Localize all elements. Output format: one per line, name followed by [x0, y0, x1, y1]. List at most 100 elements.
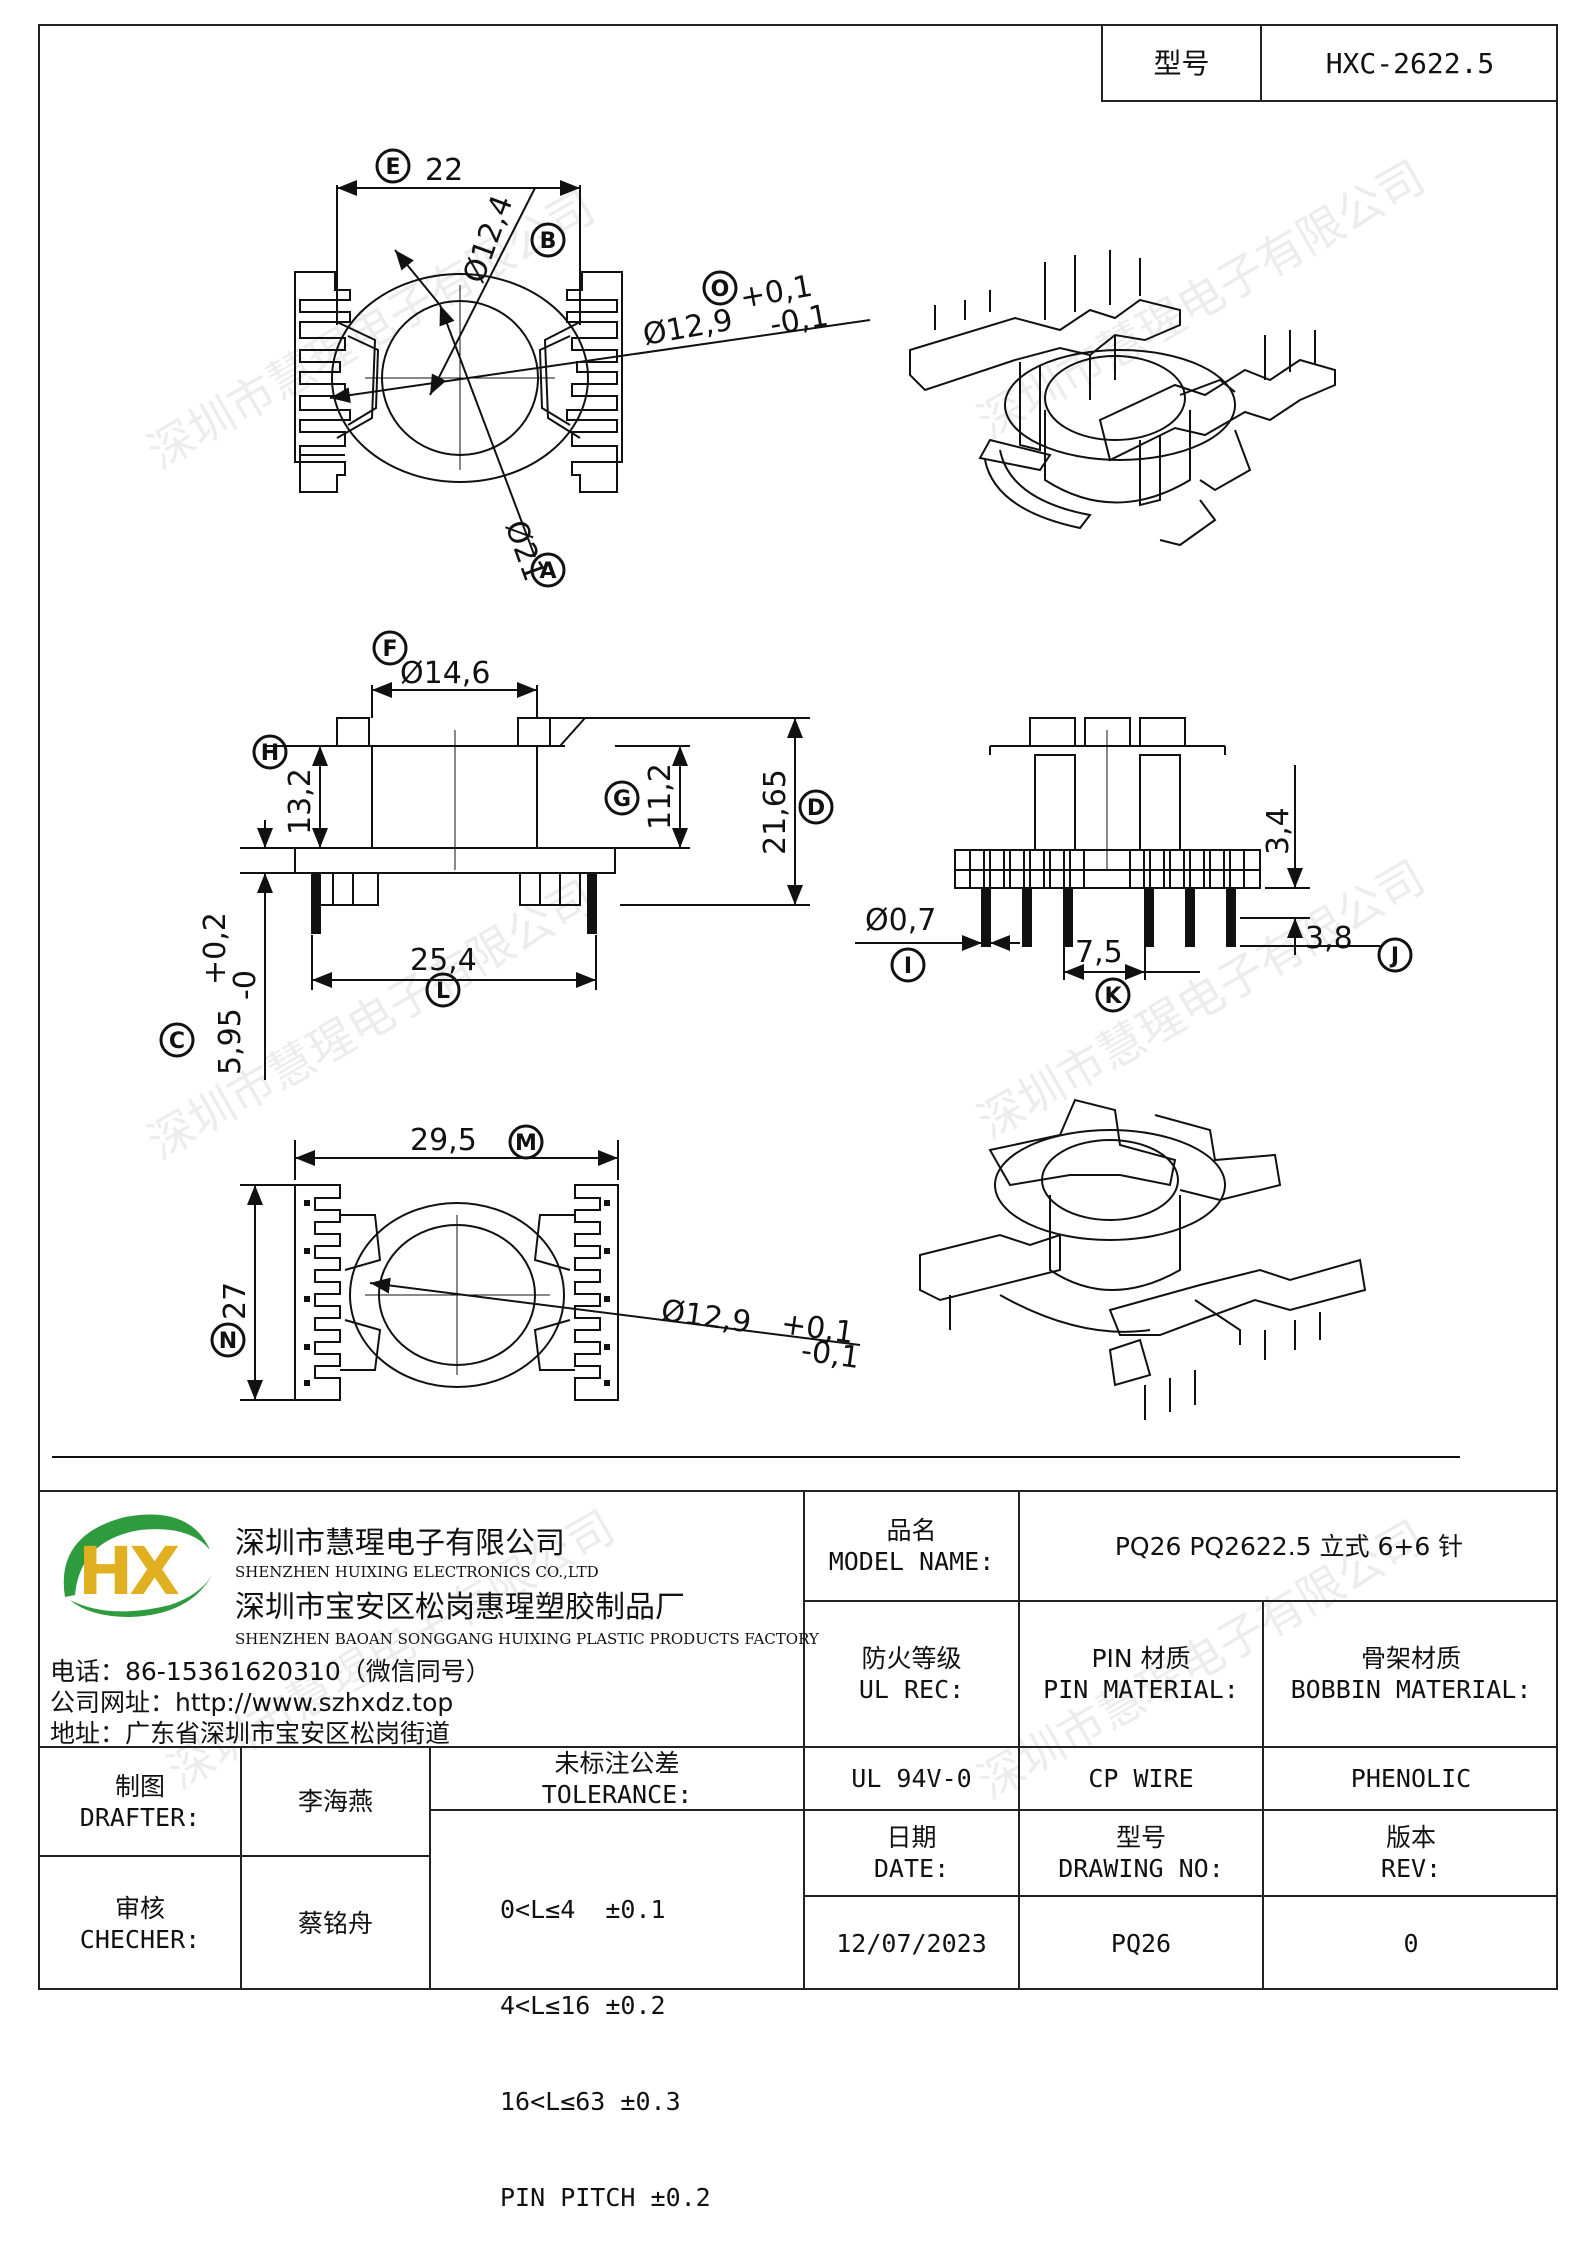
dim-o-base: Ø12,9: [640, 303, 735, 353]
title-block-vdiv3: [1262, 1600, 1264, 1990]
pin-material-cn: PIN 材质: [1091, 1644, 1191, 1673]
isometric-view-bottom: [919, 1098, 1367, 1420]
drawing-no-value: PQ26: [1110, 1929, 1172, 1958]
side-view: [855, 717, 1380, 980]
date-label: 日期 DATE:: [805, 1811, 1018, 1895]
dim-c-plus: +0,2: [198, 912, 233, 985]
callout-j: J: [1389, 944, 1399, 969]
ul-rec-cn: 防火等级: [861, 1644, 962, 1673]
tolerance-row: 0<L≤4 ±0.1: [500, 1895, 666, 1924]
title-block-vdiv5: [429, 1746, 431, 1990]
tolerance-row: 4<L≤16 ±0.2: [500, 1991, 666, 2020]
callout-c: C: [169, 1029, 185, 1054]
bobbin-material-label: 骨架材质 BOBBIN MATERIAL:: [1264, 1602, 1558, 1746]
model-box-label: 型号: [1153, 46, 1210, 80]
dim-pin-len: 3,4: [1261, 807, 1296, 855]
title-block-h4: [803, 1895, 1558, 1897]
callout-h: H: [261, 741, 279, 766]
drafter-label: 制图 DRAFTER:: [40, 1748, 240, 1855]
drawing-sheet: [38, 24, 1558, 1990]
callout-o: O: [711, 277, 730, 302]
technical-drawing: 深圳市慧瑆电子有限公司 深圳市慧瑆电子有限公司 深圳市慧瑆电子有限公司 深圳市慧…: [52, 148, 1460, 1810]
date-value: 12/07/2023: [836, 1929, 987, 1958]
callout-b: B: [540, 229, 557, 254]
dim-bottom-minus: -0,1: [799, 1333, 862, 1376]
rev-label: 版本 REV:: [1264, 1811, 1558, 1895]
callout-l: L: [436, 979, 450, 1004]
dim-bottom-base: Ø12,9: [659, 1293, 753, 1340]
model-box-border: [1101, 24, 1103, 102]
dim-j: 3,8: [1305, 921, 1353, 956]
dim-n: 27: [218, 1282, 253, 1320]
ul-rec-en: UL REC:: [858, 1675, 965, 1704]
rev-en: REV:: [1380, 1854, 1442, 1883]
dim-d: 21,65: [758, 769, 793, 855]
pin-value: CP WIRE: [1088, 1764, 1194, 1793]
model-name-en: MODEL NAME:: [828, 1547, 995, 1576]
callout-g: G: [613, 787, 631, 812]
callout-n: N: [219, 1329, 237, 1354]
dim-c-minus: -0: [228, 970, 263, 1000]
company-phone: 电话：86-15361620310（微信同号）: [50, 1657, 491, 1686]
title-block-h2: [38, 1746, 1558, 1748]
model-name-value: PQ26 PQ2622.5 立式 6+6 针: [1020, 1492, 1558, 1600]
logo-text: HX: [78, 1533, 180, 1610]
tolerance-en: TOLERANCE:: [541, 1779, 693, 1809]
front-view: [240, 682, 810, 1080]
date-en: DATE:: [873, 1854, 950, 1883]
side-view-labels: 3,4 Ø0,7 7,5 3,8: [865, 807, 1353, 970]
callout-i: I: [904, 954, 912, 979]
checker-label: 审核 CHECHER:: [40, 1857, 240, 1990]
ul-value: UL 94V-0: [851, 1764, 972, 1793]
callouts: [159, 148, 1413, 1358]
pin-material-label: PIN 材质 PIN MATERIAL:: [1020, 1602, 1262, 1746]
date-cn: 日期: [886, 1823, 937, 1852]
callout-d: D: [807, 796, 825, 821]
title-block-h1: [803, 1600, 1558, 1602]
callout-letters: E B O A F H G D L C I J K M N: [169, 155, 1399, 1354]
dim-l: 25,4: [410, 943, 477, 978]
checker-cn: 审核: [114, 1893, 165, 1923]
factory-name-cn: 深圳市宝安区松岗惠瑆塑胶制品厂: [235, 1590, 685, 1625]
drafter-value: 李海燕: [297, 1787, 373, 1816]
title-block-vdiv: [803, 1490, 805, 1990]
checker-en: CHECHER:: [79, 1924, 201, 1954]
company-name-en: SHENZHEN HUIXING ELECTRONICS CO.,LTD: [235, 1563, 599, 1581]
title-block-h3: [803, 1809, 1558, 1811]
title-block-h5: [38, 1855, 431, 1857]
factory-name-en: SHENZHEN BAOAN SONGGANG HUIXING PLASTIC …: [235, 1630, 819, 1648]
tolerance-row: PIN PITCH ±0.2: [500, 2183, 711, 2212]
dim-k: 7,5: [1075, 935, 1123, 970]
watermark: 深圳市慧瑆电子有限公司: [969, 850, 1434, 1150]
title-block-h6: [429, 1809, 803, 1811]
drafter-cn: 制图: [114, 1771, 165, 1801]
model-box-divider: [1260, 24, 1262, 102]
bobbin-material-cn: 骨架材质: [1360, 1644, 1461, 1673]
callout-e: E: [385, 155, 400, 180]
company-website: 公司网址：http://www.szhxdz.top: [50, 1688, 454, 1717]
dim-f: Ø14,6: [400, 656, 490, 691]
drawing-no-label: 型号 DRAWING NO:: [1020, 1811, 1262, 1895]
model-name-label: 品名 MODEL NAME:: [805, 1492, 1018, 1600]
title-block-vdiv2: [1018, 1490, 1020, 1990]
drawing-no-cn: 型号: [1115, 1823, 1166, 1852]
company-name-cn: 深圳市慧瑆电子有限公司: [235, 1526, 565, 1561]
checker-value: 蔡铭舟: [297, 1909, 373, 1938]
drawing-no-en: DRAWING NO:: [1058, 1854, 1224, 1883]
callout-k: K: [1104, 984, 1122, 1009]
ul-rec-label: 防火等级 UL REC:: [805, 1602, 1018, 1746]
bottom-view-labels: 29,5 27 Ø12,9 +0,1 -0,1: [218, 1123, 862, 1376]
tolerance-cn: 未标注公差: [554, 1748, 680, 1778]
rev-value: 0: [1403, 1929, 1419, 1958]
pin-material-en: PIN MATERIAL:: [1043, 1675, 1239, 1704]
callout-a: A: [539, 559, 556, 584]
dim-g: 11,2: [643, 763, 678, 830]
dim-h: 13,2: [283, 768, 318, 835]
model-box-bottom: [1101, 100, 1558, 102]
title-block-top: [38, 1490, 1558, 1492]
watermark: 深圳市慧瑆电子有限公司: [139, 180, 604, 480]
company-address: 地址：广东省深圳市宝安区松岗街道: [50, 1719, 451, 1748]
company-logo: HX: [50, 1505, 215, 1625]
watermark: 深圳市慧瑆电子有限公司: [969, 150, 1434, 450]
bobbin-material-en: BOBBIN MATERIAL:: [1290, 1675, 1532, 1704]
